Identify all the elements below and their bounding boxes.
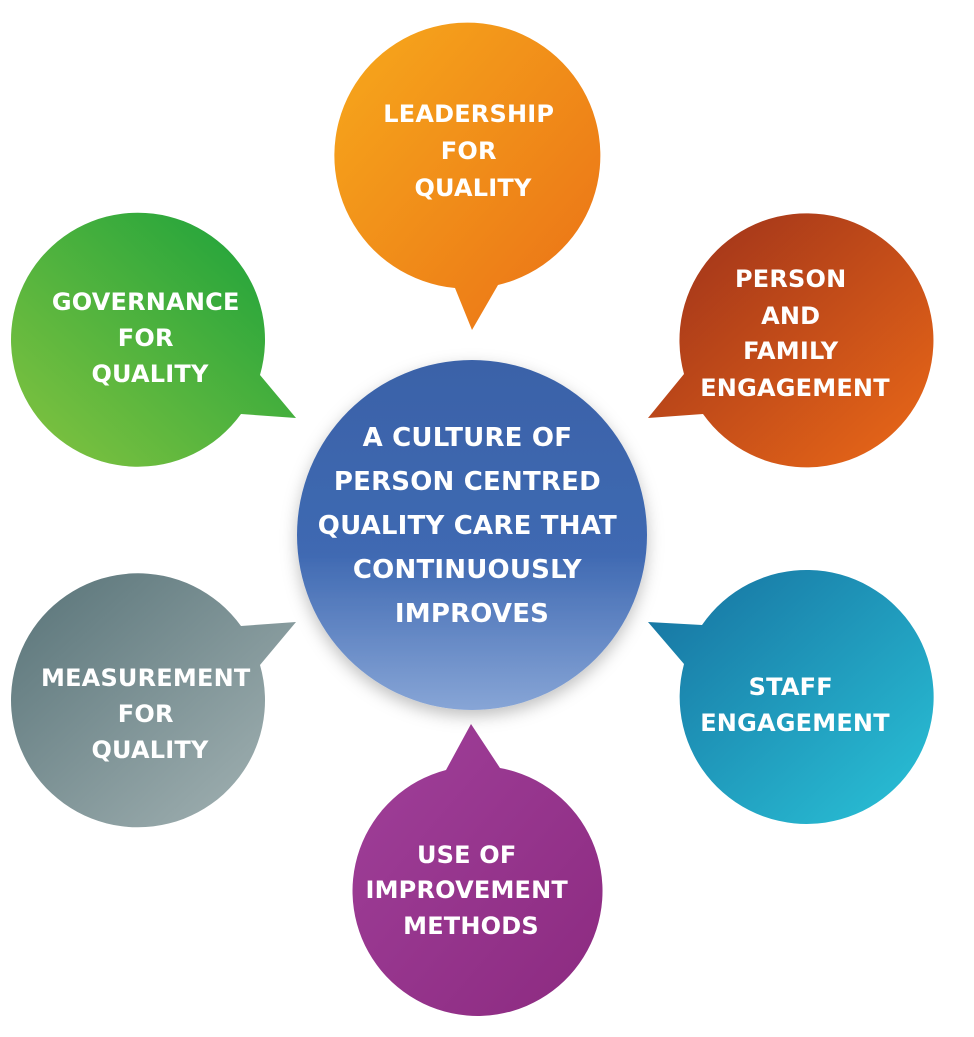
- bubble-person-family-line-3: FAMILY: [743, 337, 839, 365]
- bubble-leadership-line-2: FOR: [441, 137, 497, 165]
- bubble-person-family-line-2: AND: [761, 302, 820, 330]
- bubble-governance-shape: [11, 212, 297, 467]
- bubble-person-and-family-engagement: PERSON AND FAMILY ENGAGEMENT: [648, 213, 934, 468]
- bubble-governance-line-1: GOVERNANCE: [52, 288, 240, 316]
- bubble-leadership-line-1: LEADERSHIP: [383, 100, 554, 128]
- bubble-person-family-label: PERSON AND FAMILY ENGAGEMENT: [700, 265, 890, 402]
- bubble-improvement-line-3: METHODS: [403, 912, 539, 940]
- bubble-staff-line-2: ENGAGEMENT: [700, 709, 890, 737]
- bubble-governance-line-2: FOR: [118, 324, 174, 352]
- bubble-leadership-line-3: QUALITY: [414, 174, 532, 202]
- bubble-staff-shape: [648, 569, 934, 824]
- bubble-person-family-shape: [648, 213, 934, 468]
- center-line-4: CONTINUOUSLY: [353, 555, 583, 585]
- center-line-2: PERSON CENTRED: [334, 467, 601, 497]
- center-circle-group: A CULTURE OF PERSON CENTRED QUALITY CARE…: [297, 360, 647, 710]
- bubble-governance-label: GOVERNANCE FOR QUALITY: [52, 288, 248, 388]
- bubble-use-of-improvement-methods: USE OF IMPROVEMENT METHODS: [352, 724, 603, 1016]
- bubble-leadership-shape: [334, 22, 601, 331]
- center-line-5: IMPROVES: [395, 599, 549, 629]
- bubble-measurement-label: MEASUREMENT FOR QUALITY: [41, 664, 259, 764]
- bubble-staff-label: STAFF ENGAGEMENT: [700, 673, 890, 737]
- bubble-measurement-line-2: FOR: [118, 700, 174, 728]
- bubble-staff-engagement: STAFF ENGAGEMENT: [648, 569, 934, 824]
- bubble-leadership-label: LEADERSHIP FOR QUALITY: [383, 100, 563, 202]
- bubble-improvement-shape: [352, 724, 603, 1016]
- bubble-improvement-label: USE OF IMPROVEMENT METHODS: [365, 841, 576, 940]
- center-line-1: A CULTURE OF: [363, 423, 573, 453]
- center-circle: [297, 360, 647, 710]
- bubble-person-family-line-1: PERSON: [735, 265, 846, 293]
- bubble-measurement-for-quality: MEASUREMENT FOR QUALITY: [11, 573, 297, 828]
- bubble-person-family-line-4: ENGAGEMENT: [700, 374, 890, 402]
- bubble-leadership-for-quality: LEADERSHIP FOR QUALITY: [334, 22, 601, 331]
- bubble-measurement-shape: [11, 573, 297, 828]
- bubble-measurement-line-3: QUALITY: [91, 736, 209, 764]
- center-label: A CULTURE OF PERSON CENTRED QUALITY CARE…: [318, 423, 626, 629]
- bubble-improvement-line-1: USE OF: [417, 841, 517, 869]
- center-line-3: QUALITY CARE THAT: [318, 511, 617, 541]
- bubble-measurement-line-1: MEASUREMENT: [41, 664, 251, 692]
- bubble-governance-for-quality: GOVERNANCE FOR QUALITY: [11, 212, 297, 467]
- bubble-improvement-line-2: IMPROVEMENT: [365, 876, 568, 904]
- bubble-governance-line-3: QUALITY: [91, 360, 209, 388]
- bubble-staff-line-1: STAFF: [749, 673, 833, 701]
